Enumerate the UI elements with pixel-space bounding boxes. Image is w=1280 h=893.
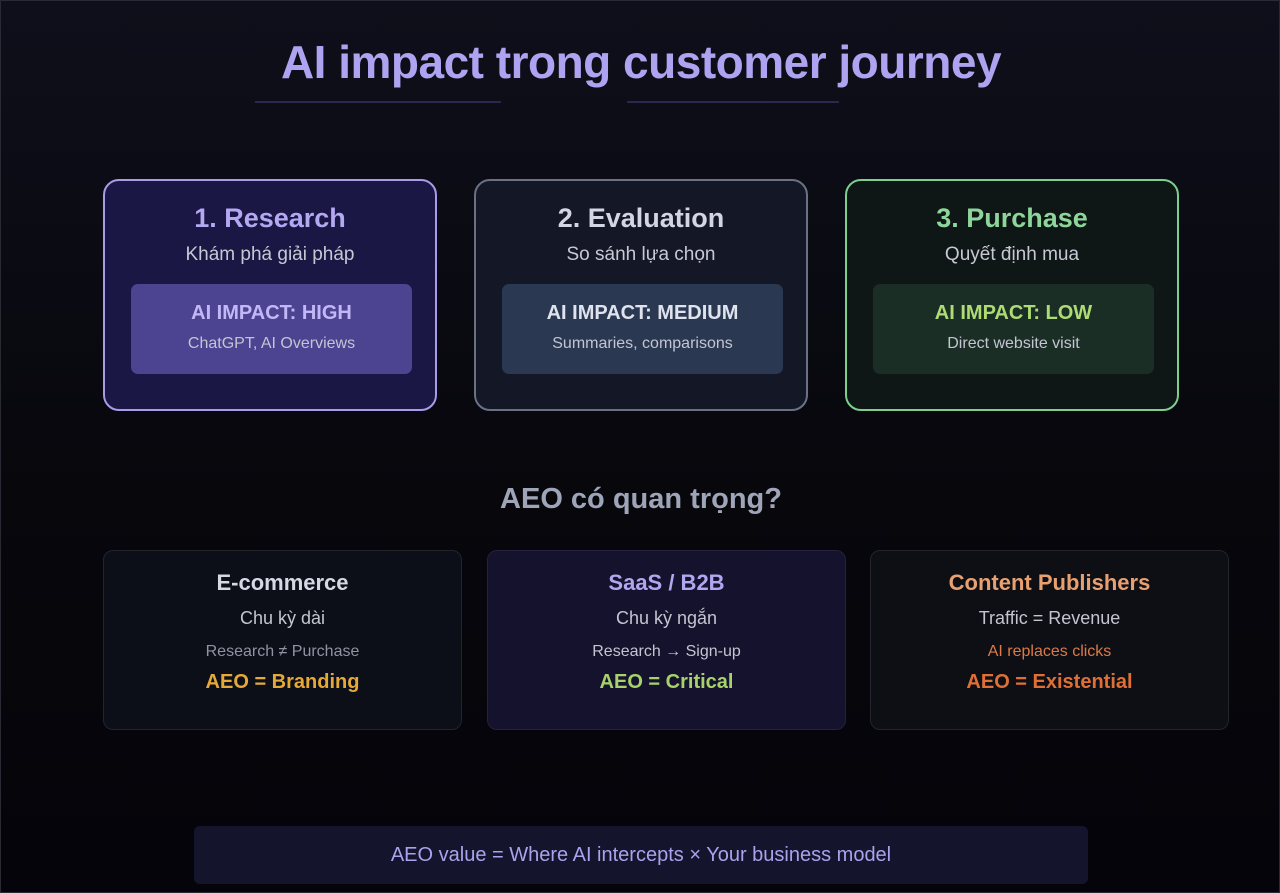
stage-purchase: 3. Purchase Quyết định mua AI IMPACT: LO…	[845, 179, 1179, 411]
title-underline-right	[627, 101, 839, 103]
segment-verdict: AEO = Existential	[966, 671, 1133, 693]
impact-box: AI IMPACT: MEDIUM Summaries, comparisons	[502, 284, 783, 374]
impact-box: AI IMPACT: HIGH ChatGPT, AI Overviews	[131, 284, 412, 374]
impact-detail: ChatGPT, AI Overviews	[187, 335, 356, 352]
segment-verdict: AEO = Branding	[205, 671, 360, 693]
title-underline-left	[255, 101, 501, 103]
formula-banner: AEO value = Where AI intercepts × Your b…	[194, 826, 1088, 884]
segment-cycle: Traffic = Revenue	[978, 608, 1121, 628]
diagram-title: AI impact trong customer journey	[280, 36, 1002, 88]
stage-subtitle: So sánh lựa chọn	[566, 244, 716, 265]
segment-title: Content Publishers	[948, 570, 1151, 595]
stage-evaluation: 2. Evaluation So sánh lựa chọn AI IMPACT…	[474, 179, 808, 411]
segment-content-publishers: Content Publishers Traffic = Revenue AI …	[870, 550, 1229, 730]
impact-label: AI IMPACT: HIGH	[191, 302, 352, 324]
segment-ecommerce: E-commerce Chu kỳ dài Research ≠ Purchas…	[103, 550, 462, 730]
stage-title: 1. Research	[194, 203, 346, 233]
segment-cycle: Chu kỳ dài	[239, 608, 326, 628]
stage-title: 3. Purchase	[936, 203, 1088, 233]
impact-box: AI IMPACT: LOW Direct website visit	[873, 284, 1154, 374]
segment-note: Research → Sign-up	[592, 643, 741, 660]
segment-title: E-commerce	[216, 570, 349, 595]
stage-title: 2. Evaluation	[557, 203, 725, 233]
impact-detail: Summaries, comparisons	[552, 335, 733, 352]
stage-subtitle: Khám phá giải pháp	[185, 244, 355, 265]
impact-label: AI IMPACT: MEDIUM	[546, 302, 739, 324]
segment-verdict: AEO = Critical	[599, 671, 734, 693]
impact-detail: Direct website visit	[947, 335, 1080, 352]
section-heading: AEO có quan trọng?	[500, 483, 782, 515]
stage-research: 1. Research Khám phá giải pháp AI IMPACT…	[103, 179, 437, 411]
impact-label: AI IMPACT: LOW	[934, 302, 1093, 324]
segment-title: SaaS / B2B	[608, 570, 725, 595]
segment-note: Research ≠ Purchase	[205, 643, 360, 660]
segment-saas-b2b: SaaS / B2B Chu kỳ ngắn Research → Sign-u…	[487, 550, 846, 730]
stage-subtitle: Quyết định mua	[944, 244, 1080, 265]
segment-note: AI replaces clicks	[987, 643, 1112, 660]
segment-cycle: Chu kỳ ngắn	[615, 608, 718, 628]
